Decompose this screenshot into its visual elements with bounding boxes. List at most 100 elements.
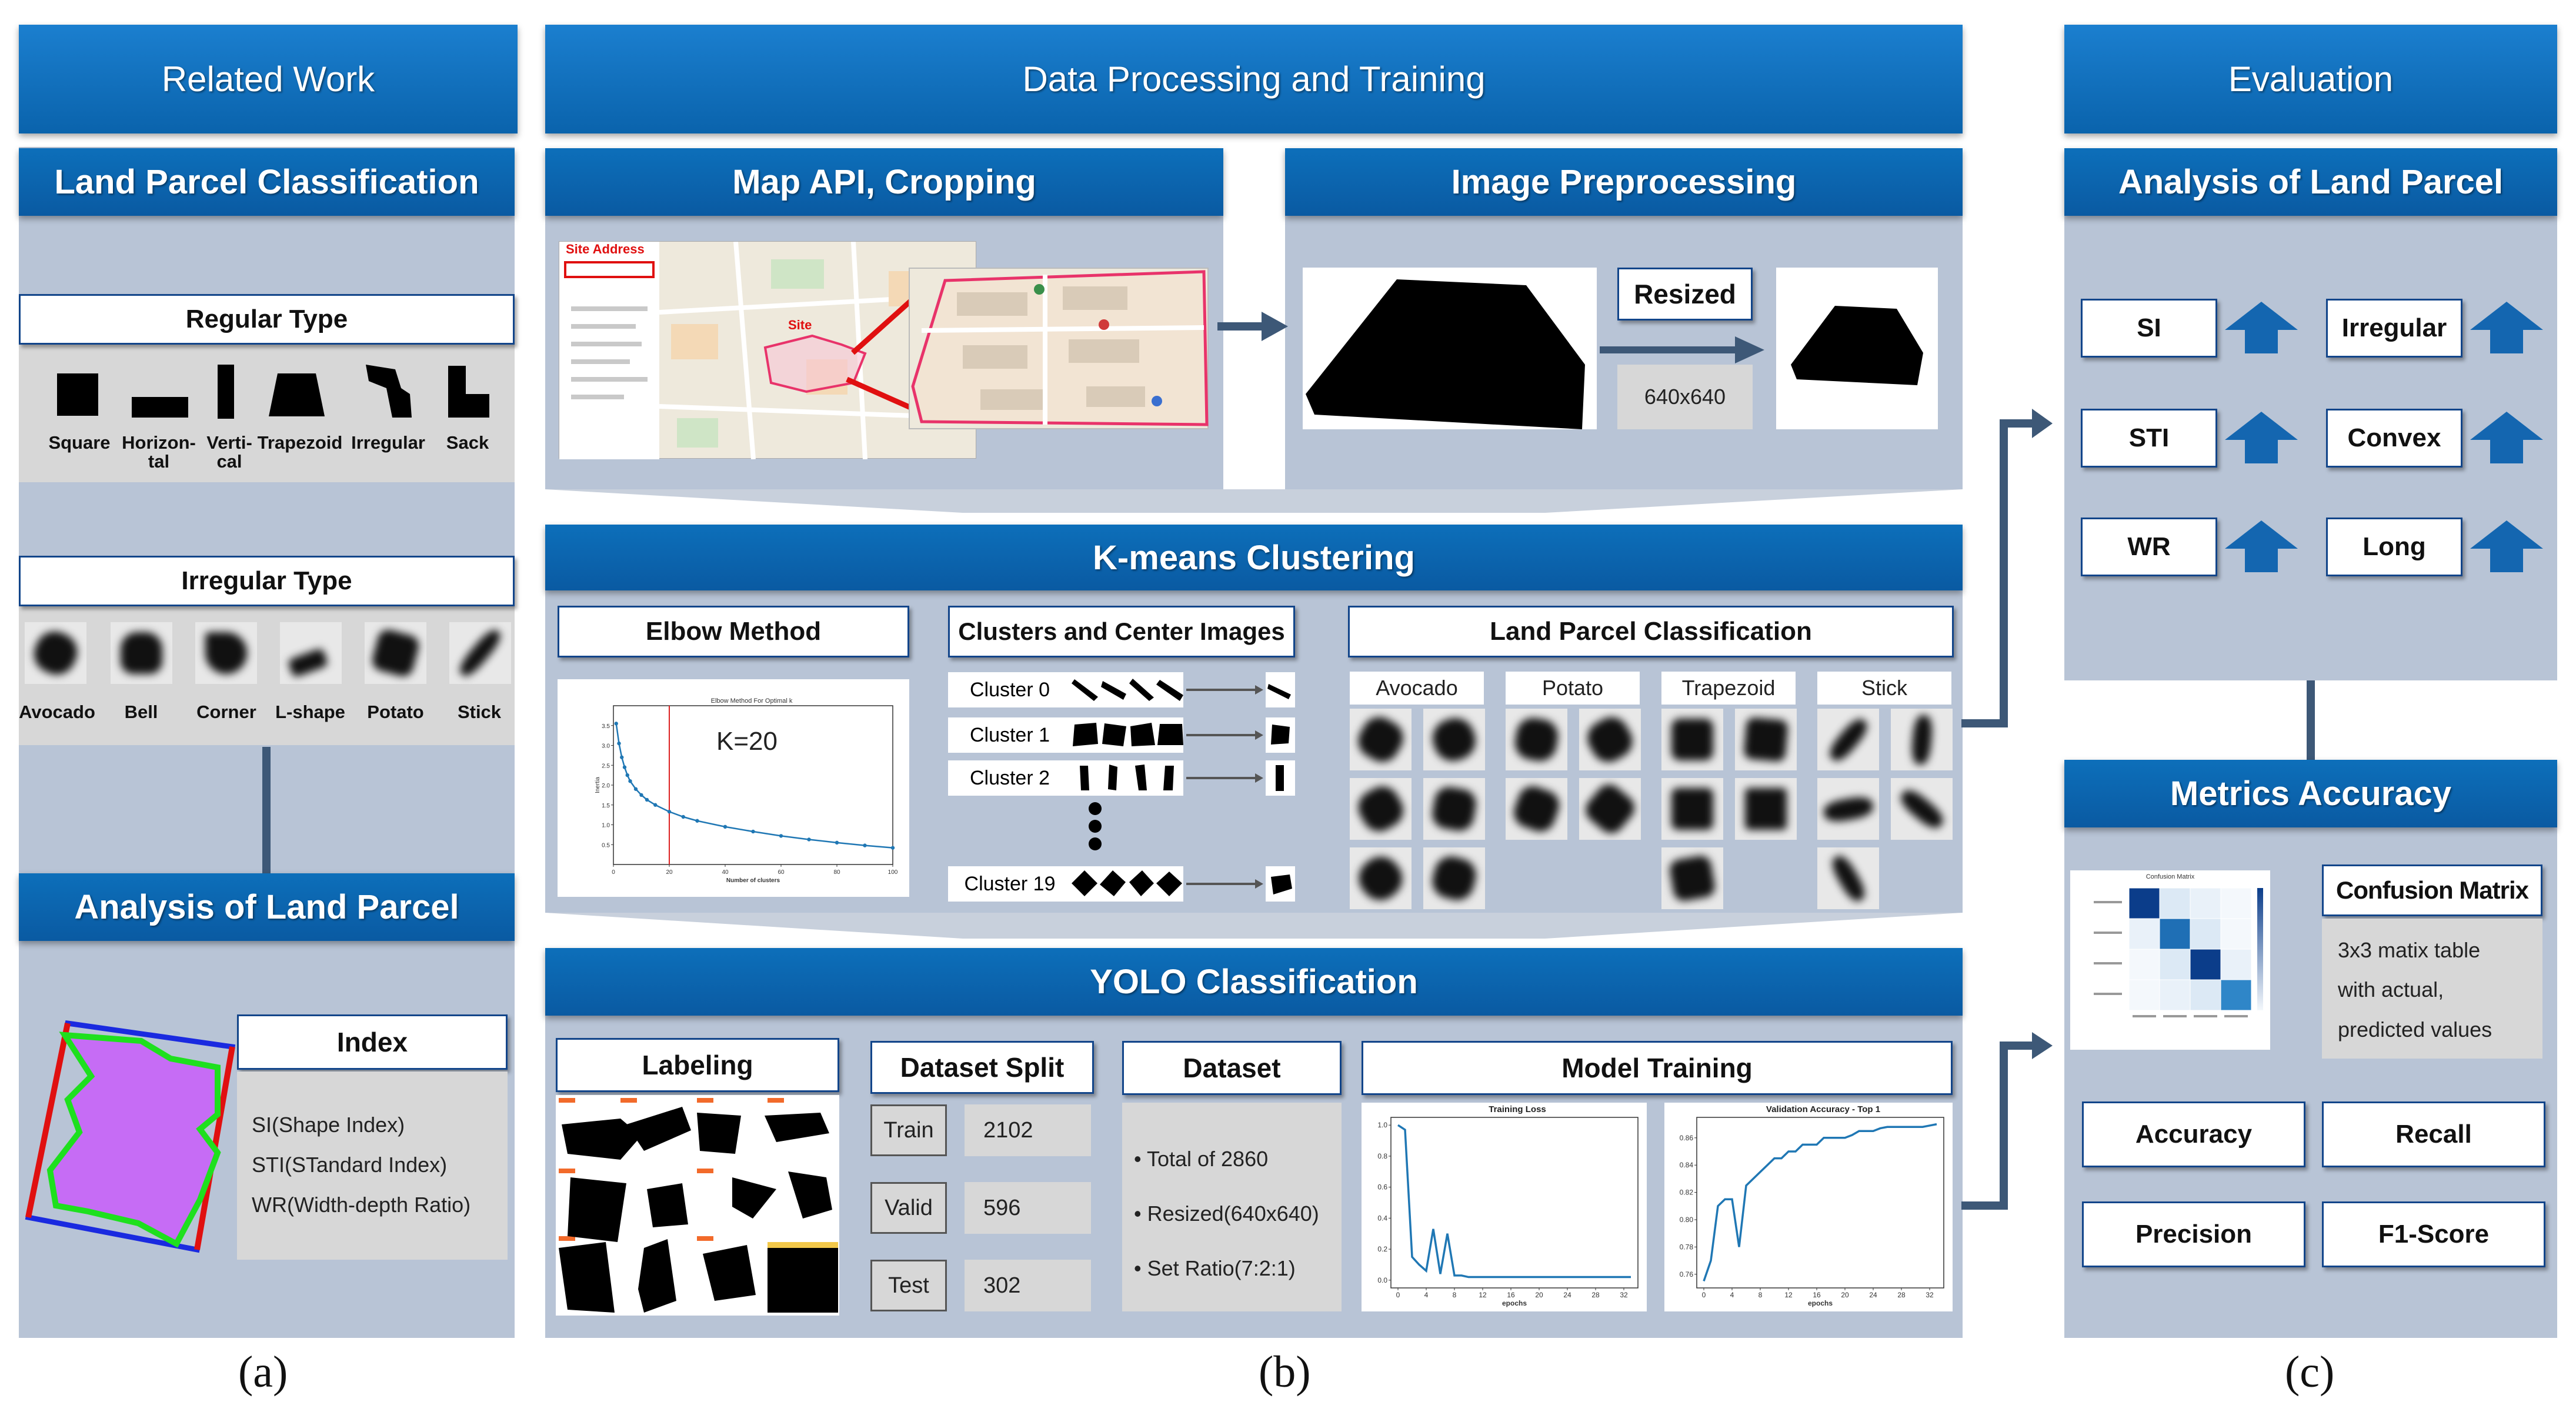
x-tick-label: 24: [1869, 1291, 1877, 1299]
cluster-sample: [1163, 766, 1174, 790]
cm-col-label: [2224, 1015, 2248, 1017]
resized-label: Resized: [1617, 268, 1753, 321]
regular-type-area: [19, 341, 515, 482]
index-button-convex: Convex: [2326, 409, 2462, 468]
y-tick-label: 0.0: [1377, 1276, 1387, 1284]
data-point: [645, 797, 649, 802]
data-point: [639, 793, 643, 797]
cluster-samples-row: [1072, 717, 1295, 753]
land-classification-kmeans-title: Land Parcel Classification: [1348, 606, 1954, 657]
potato-blob: [365, 622, 426, 684]
cluster-sample: [1135, 765, 1147, 790]
cluster-sample: [1157, 724, 1183, 745]
parcel-analysis-figure: [25, 1020, 235, 1253]
index-list: [237, 1071, 508, 1260]
arrow-resize: [1600, 336, 1764, 363]
y-tick-label: 0.86: [1680, 1134, 1694, 1142]
x-axis-label: epochs: [1502, 1299, 1527, 1307]
cm-col-label: [2133, 1015, 2156, 1017]
y-tick-label: 0.76: [1680, 1270, 1694, 1279]
cluster-samples-row: [1072, 866, 1295, 902]
data-point: [807, 837, 811, 842]
labeling-image: [556, 1095, 839, 1316]
data-point: [628, 779, 632, 783]
cm-cell: [2190, 918, 2221, 950]
cm-cell: [2220, 918, 2252, 950]
x-tick-label: 0: [1702, 1291, 1706, 1299]
y-tick-label: 0.78: [1680, 1243, 1694, 1251]
class-sample-0: [1350, 778, 1412, 840]
map-api-header: Map API, Cropping: [545, 148, 1223, 216]
resized-parcel-image: [1776, 268, 1938, 429]
x-tick-label: 12: [1784, 1291, 1793, 1299]
validation-accuracy-chart: Validation Accuracy - Top 1 0.760.780.80…: [1680, 1104, 1944, 1307]
sack-shape: [448, 366, 489, 418]
class-sample-0: [1423, 847, 1485, 909]
index-item-wr: WR(Width-depth Ratio): [252, 1193, 471, 1217]
x-tick-label: 40: [722, 869, 729, 876]
x-axis-label: epochs: [1808, 1299, 1833, 1307]
cluster-label-0: Cluster 0: [948, 672, 1072, 707]
clusters-title: Clusters and Center Images: [948, 606, 1295, 657]
class-sample-0: [1423, 709, 1485, 770]
cm-row-label: [2094, 993, 2122, 995]
y-tick-label: 0.8: [1377, 1152, 1387, 1160]
regular-label-square: Square: [48, 432, 111, 453]
elbow-method-title: Elbow Method: [558, 606, 909, 657]
cm-cell: [2128, 918, 2160, 950]
regular-type-shapes: [57, 365, 489, 419]
x-tick-label: 0: [1396, 1291, 1400, 1299]
metrics-header: Metrics Accuracy: [2064, 760, 2557, 827]
x-tick-label: 100: [888, 869, 898, 876]
y-tick-label: 0.84: [1680, 1161, 1694, 1169]
data-point: [667, 810, 672, 814]
cluster-arrow-head: [1255, 879, 1263, 889]
regular-label-vertical: Verti- cal: [206, 432, 252, 472]
cm-cell: [2159, 979, 2191, 1011]
loss-title: Training Loss: [1489, 1104, 1546, 1114]
corner-blob: [195, 622, 257, 684]
cm-cell: [2190, 887, 2221, 919]
x-tick-label: 12: [1479, 1291, 1487, 1299]
class-sample-2: [1661, 778, 1723, 840]
x-tick-label: 24: [1563, 1291, 1571, 1299]
kmeans-header: K-means Clustering: [545, 525, 1963, 590]
plot-frame: [1696, 1117, 1944, 1289]
cm-cell: [2128, 979, 2160, 1011]
y-tick-label: 2.5: [602, 763, 610, 769]
elbow-k-label: K=20: [716, 727, 778, 756]
cm-desc-line-2: with actual,: [2338, 977, 2444, 1002]
up-arrow-icon: [2470, 520, 2543, 572]
split-name-0: Train: [870, 1104, 947, 1156]
index-button-long: Long: [2326, 518, 2462, 576]
irregular-shape: [366, 365, 412, 418]
index-button-sti: STI: [2081, 409, 2217, 468]
data-point: [633, 787, 638, 791]
class-header-1: Potato: [1506, 672, 1640, 705]
cluster-arrow-head: [1255, 685, 1263, 695]
cm-col-label: [2194, 1015, 2217, 1017]
dataset-item-resized: • Resized(640x640): [1134, 1201, 1319, 1226]
data-processing-header: Data Processing and Training: [545, 25, 1963, 133]
x-tick-label: 20: [666, 869, 673, 876]
up-arrow-icon: [2225, 302, 2298, 353]
data-point: [620, 755, 624, 759]
cluster-sample: [1130, 723, 1155, 746]
y-tick-label: 0.80: [1680, 1216, 1694, 1224]
cluster-sample: [1156, 872, 1182, 896]
model-training-title: Model Training: [1362, 1041, 1953, 1095]
class-sample-0: [1423, 778, 1485, 840]
data-point: [681, 815, 685, 819]
original-parcel-image: [1303, 268, 1597, 429]
size-label: 640x640: [1644, 385, 1726, 409]
cluster-sample: [1100, 870, 1126, 896]
index-item-si: SI(Shape Index): [252, 1113, 405, 1137]
x-tick-label: 20: [1841, 1291, 1849, 1299]
y-tick-label: 1.0: [1377, 1121, 1387, 1129]
cluster-samples-row: [1072, 760, 1295, 796]
ellipsis-dot: [1089, 820, 1102, 833]
vertical-shape: [218, 365, 234, 419]
regular-label-trapezoid: Trapezoid: [257, 432, 343, 453]
x-tick-label: 80: [833, 869, 840, 876]
